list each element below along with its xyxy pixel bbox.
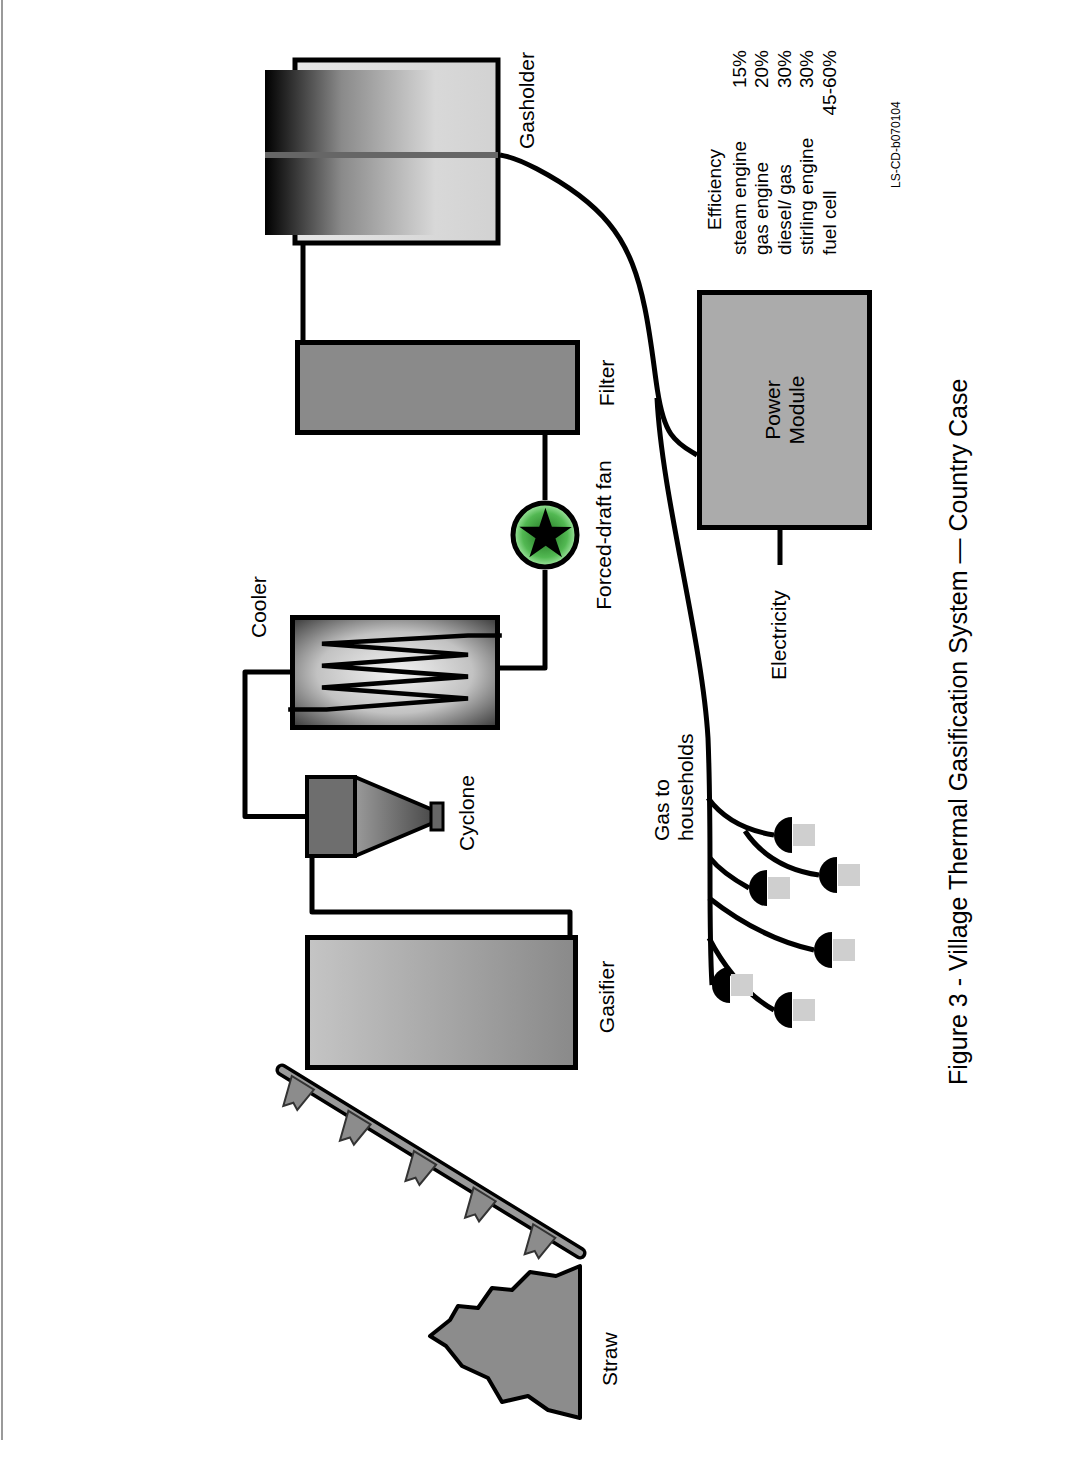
electricity-line xyxy=(778,530,783,565)
lamp-shade xyxy=(814,932,832,968)
table-heading: Efficiency xyxy=(704,149,726,230)
table-cell: diesel/ gas xyxy=(774,164,796,255)
straw-pile xyxy=(430,1266,580,1418)
part-label: Forced-draft fan xyxy=(592,460,616,609)
part-label: Gasholder xyxy=(515,52,539,149)
table-cell: 30% xyxy=(774,50,796,88)
table-cell: stirling engine xyxy=(796,138,818,255)
cooler-box-outline xyxy=(295,620,495,725)
figure-caption: Figure 3 - Village Thermal Gasification … xyxy=(944,379,973,1085)
gasholder-tank-outline xyxy=(265,55,500,245)
gas-pipe xyxy=(500,570,545,668)
lamp-shade xyxy=(819,857,837,893)
lamp-shade xyxy=(774,992,792,1028)
lamp-shade xyxy=(749,870,767,906)
gasifier-box: Gasifier xyxy=(305,935,578,1070)
box-title: Power Module xyxy=(761,365,809,455)
lamp-bulb xyxy=(833,939,855,961)
table-cell: 20% xyxy=(751,50,773,88)
lamp-shade xyxy=(712,967,730,1003)
table-cell: 45-60% xyxy=(819,50,841,116)
household-branch xyxy=(708,798,774,835)
household-branch xyxy=(709,898,814,950)
forced-draft-fan-outline xyxy=(510,500,580,570)
lamp-bulb xyxy=(793,824,815,846)
lamp-bulb xyxy=(838,864,860,886)
part-label: Filter xyxy=(595,360,619,407)
drawing-number: LS-CD-b070104 xyxy=(890,101,904,188)
output-label: Electricity xyxy=(767,590,791,680)
part-label: Cyclone xyxy=(455,775,479,851)
household-branch xyxy=(710,858,749,888)
gas-pipe xyxy=(312,858,570,935)
table-cell: fuel cell xyxy=(819,191,841,255)
material-label: Straw xyxy=(598,1332,622,1386)
pipe-label: Gas to households xyxy=(650,734,698,843)
straw-bundles xyxy=(283,1076,555,1258)
table-cell: gas engine xyxy=(751,162,773,255)
forced-draft-fan: Forced-draft fan xyxy=(510,500,580,570)
table-cell: steam engine xyxy=(729,141,751,255)
lamp-bulb xyxy=(793,999,815,1021)
straw-bundle xyxy=(405,1151,436,1185)
filter-box: Filter xyxy=(295,340,580,435)
lamp-shade xyxy=(774,817,792,853)
straw-bundle xyxy=(465,1188,496,1222)
straw-bundle xyxy=(525,1224,556,1258)
power-module-box: Power Module xyxy=(697,290,872,530)
cyclone-separator: Cyclone xyxy=(305,775,445,858)
cyclone-separator-outline xyxy=(305,775,445,858)
part-label: Gasifier xyxy=(595,961,619,1033)
table-cell: 15% xyxy=(729,50,751,88)
lamp-bulb xyxy=(768,877,790,899)
household-lamps xyxy=(712,817,860,1028)
part-label: Cooler xyxy=(247,576,271,638)
gasholder-tank: Gasholder xyxy=(265,55,500,245)
cooler-box: Cooler xyxy=(290,615,500,730)
lamp-bulb xyxy=(731,974,753,996)
gas-pipe xyxy=(301,245,306,340)
straw-bundle xyxy=(340,1111,371,1145)
straw-bundle xyxy=(283,1076,314,1110)
gas-pipe xyxy=(543,435,548,500)
page-border xyxy=(1,0,3,1440)
table-cell: 30% xyxy=(796,50,818,88)
household-branch xyxy=(709,938,774,1010)
